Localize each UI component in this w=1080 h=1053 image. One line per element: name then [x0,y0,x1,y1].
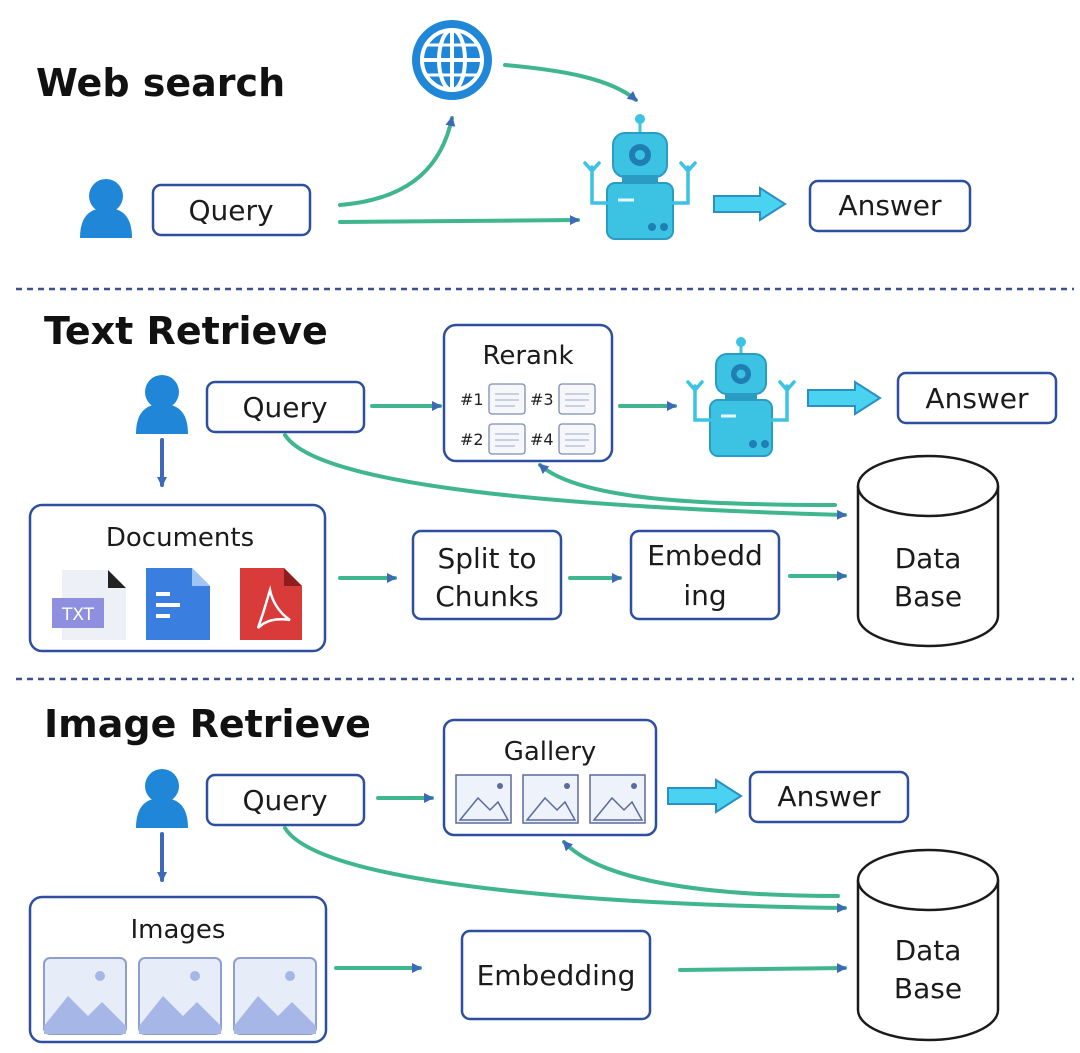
embedding-label-line1: Embedd [647,539,763,572]
database-icon: Data Base [856,848,1000,1042]
answer-label: Answer [925,382,1029,415]
query-box[interactable]: Query [151,183,312,237]
query-label: Query [242,784,327,817]
document-icon [558,383,596,415]
section-image-retrieve: Image Retrieve Query Gallery [28,702,1000,1044]
section-title: Text Retrieve [44,309,328,353]
database-label-line1: Data [895,934,962,967]
flow-database-to-rerank [538,463,837,507]
flow-embedding-to-database [678,963,847,974]
images-box: Images [28,895,328,1044]
embedding-box: Embedd ing [629,529,781,621]
flow-query-to-database [283,826,847,913]
answer-box: Answer [896,371,1058,425]
gallery-label: Gallery [504,737,597,767]
image-icon [455,774,512,824]
image-icon [43,957,127,1035]
embedding-label: Embedding [477,959,636,992]
image-icon [589,774,646,824]
document-icon [488,383,526,415]
gallery-box: Gallery [442,718,658,837]
rerank-box: Rerank #1 #3 #2 #4 [442,323,614,463]
database-label-line2: Base [894,580,962,613]
answer-label: Answer [838,189,942,222]
image-icon [522,774,579,824]
answer-label: Answer [777,780,881,813]
section-title: Image Retrieve [44,702,371,746]
answer-box: Answer [748,770,910,824]
query-box[interactable]: Query [205,773,366,827]
database-label-line1: Data [895,542,962,575]
split-chunks-box: Split to Chunks [411,529,563,621]
pdf-icon [240,568,302,640]
split-label-line2: Chunks [435,580,539,613]
query-label: Query [242,391,327,424]
flow-web-to-robot [503,63,638,102]
document-icon [488,423,526,455]
documents-box: Documents TXT [28,503,327,653]
rank-label: #3 [530,390,554,409]
flow-query-to-robot [338,215,580,226]
section-web-search: Web search Query [36,20,972,240]
answer-box: Answer [808,179,972,233]
split-label-line1: Split to [437,542,536,575]
globe-icon [412,20,492,100]
documents-label: Documents [106,523,254,553]
robot-icon [583,114,697,240]
query-box[interactable]: Query [205,380,366,434]
google-doc-icon [146,568,210,640]
flow-database-to-gallery [562,840,840,898]
robot-icon [686,337,796,457]
arrow-icon [807,380,882,416]
image-icon [233,957,317,1035]
rank-label: #1 [460,390,484,409]
person-icon [136,769,188,828]
section-text-retrieve: Text Retrieve Query Rerank #1 #3 #2 #4 [28,309,1058,653]
person-icon [136,375,188,434]
flow-query-to-web [338,116,456,207]
embedding-label-line2: ing [683,579,726,612]
database-label-line2: Base [894,972,962,1005]
rerank-label: Rerank [482,341,573,371]
images-label: Images [131,915,226,945]
query-label: Query [188,194,273,227]
rank-label: #4 [530,430,554,449]
embedding-box: Embedding [460,929,652,1021]
person-icon [80,179,132,238]
arrow-icon [667,778,743,814]
rank-label: #2 [460,430,484,449]
flow-query-to-database [283,433,847,520]
image-icon [138,957,222,1035]
txt-label: TXT [61,605,95,625]
database-icon: Data Base [856,454,1000,648]
document-icon [558,423,596,455]
txt-file-icon: TXT [52,570,126,640]
arrow-icon [713,186,787,222]
section-title: Web search [36,61,285,105]
